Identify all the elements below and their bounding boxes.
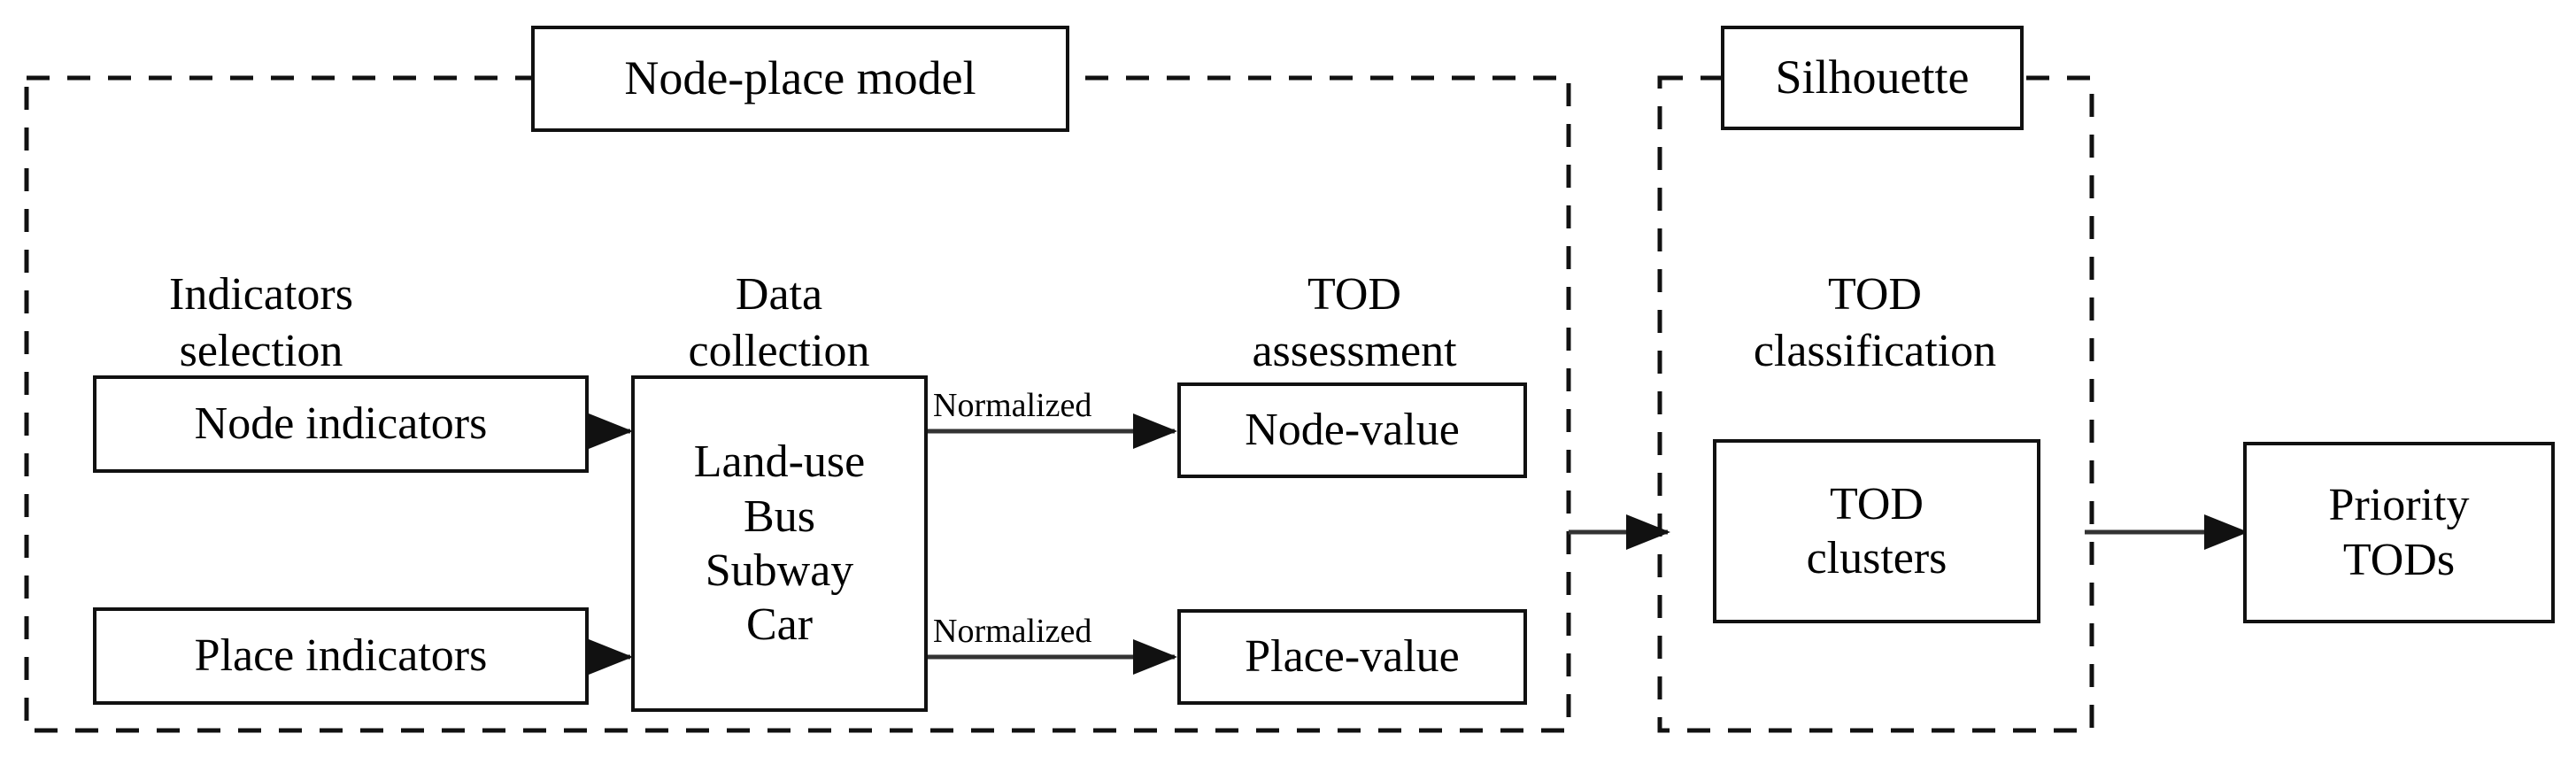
node-box-node-indicators-label: Node indicators [194,398,488,450]
stage-heading-tod-assessment-label: TOD assessment [1252,269,1457,376]
group-title-silhouette-label: Silhouette [1775,50,1970,104]
node-box-place-indicators: Place indicators [93,607,589,705]
node-box-tod-clusters: TOD clusters [1713,439,2040,623]
group-title-node-place-model-label: Node-place model [624,51,976,105]
node-box-priority-tods: Priority TODs [2243,442,2555,623]
group-title-node-place-model: Node-place model [531,26,1069,132]
node-box-priority-tods-label: Priority TODs [2328,480,2470,585]
edge-label-normalized-bottom-text: Normalized [933,613,1092,650]
edge-label-normalized-bottom: Normalized [931,612,1094,651]
stage-heading-data-collection-label: Data collection [688,269,870,376]
group-title-silhouette: Silhouette [1721,26,2024,130]
group-frame-tod-classification [1657,75,2094,733]
stage-heading-tod-assessment: TOD assessment [1168,211,1540,379]
stage-heading-data-collection: Data collection [602,211,956,379]
node-box-node-indicators: Node indicators [93,375,589,473]
node-box-tod-clusters-label: TOD clusters [1806,478,1947,583]
node-box-node-value-label: Node-value [1245,405,1460,456]
stage-heading-tod-classification: TOD classification [1680,211,2070,379]
node-box-place-value-label: Place-value [1245,631,1460,683]
node-box-place-indicators-label: Place indicators [194,630,488,682]
node-box-data-sources: Land-use Bus Subway Car [631,375,928,712]
node-box-data-sources-label: Land-use Bus Subway Car [693,436,866,651]
edge-label-normalized-top-text: Normalized [933,387,1092,424]
node-box-node-value: Node-value [1177,382,1527,478]
stage-heading-tod-classification-label: TOD classification [1753,269,1997,376]
stage-heading-indicators-selection: Indicators selection [75,211,447,379]
edge-label-normalized-top: Normalized [931,386,1094,425]
stage-heading-indicators-selection-label: Indicators selection [169,269,353,376]
node-box-place-value: Place-value [1177,609,1527,705]
